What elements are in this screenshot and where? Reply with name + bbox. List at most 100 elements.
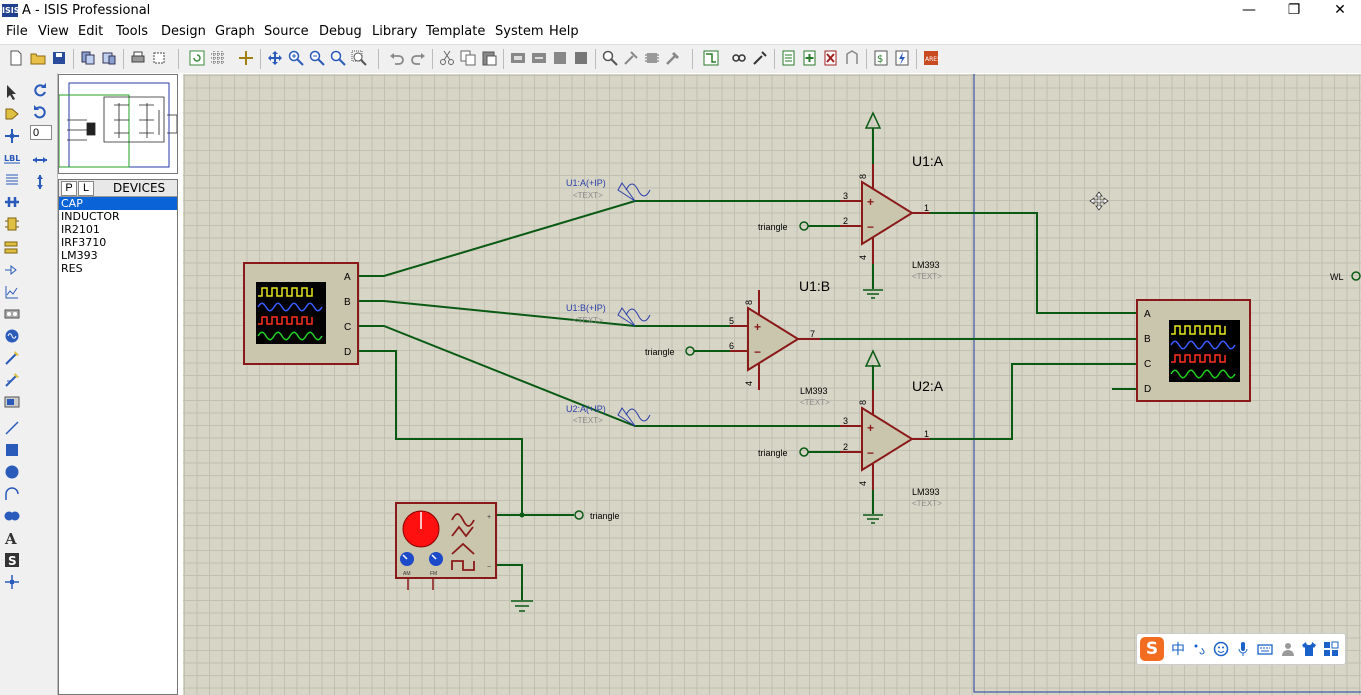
menu-graph[interactable]: Graph <box>215 24 255 39</box>
ground-terminal-u2a[interactable] <box>863 514 883 524</box>
exit-to-parent-icon[interactable] <box>844 50 860 66</box>
remove-sheet-icon[interactable] <box>823 50 839 66</box>
pick-device-icon[interactable] <box>602 50 618 66</box>
block-copy-icon[interactable] <box>510 50 526 66</box>
text-script-icon[interactable] <box>4 172 20 188</box>
terminals-mode-icon[interactable] <box>4 240 20 256</box>
box-tool-icon[interactable] <box>4 442 20 458</box>
save-icon[interactable] <box>51 50 67 66</box>
menu-view[interactable]: View <box>38 24 69 39</box>
property-assign-icon[interactable] <box>752 50 768 66</box>
marker-tool-icon[interactable] <box>4 574 20 590</box>
menu-file[interactable]: File <box>6 24 28 39</box>
bill-of-materials-icon[interactable]: $ <box>873 50 889 66</box>
make-device-icon[interactable] <box>623 50 639 66</box>
terminal-triangle-u2a[interactable]: triangle <box>758 447 809 458</box>
comparator-u2a[interactable]: + − 3 2 1 8 4 U2:A LM393 <TEXT> <box>840 378 944 508</box>
rotate-anticlockwise-icon[interactable] <box>32 104 48 120</box>
power-terminal-u2a[interactable] <box>864 349 882 367</box>
device-item-lm393[interactable]: LM393 <box>61 249 98 262</box>
minimize-button[interactable]: — <box>1242 2 1256 18</box>
device-item-inductor[interactable]: INDUCTOR <box>61 210 120 223</box>
emoji-icon[interactable] <box>1213 641 1229 657</box>
voltage-probe-icon[interactable] <box>4 350 20 366</box>
line-tool-icon[interactable] <box>4 420 20 436</box>
graph-mode-icon[interactable] <box>4 284 20 300</box>
signal-generator[interactable]: AM FM + − <box>395 502 497 590</box>
cut-icon[interactable] <box>439 50 455 66</box>
library-manager-button[interactable]: L <box>78 181 94 196</box>
component-mode-icon[interactable] <box>4 106 20 122</box>
generator-mode-icon[interactable] <box>4 328 20 344</box>
text-tool-icon[interactable]: A <box>4 530 20 546</box>
ground-terminal-u1a[interactable] <box>863 289 883 299</box>
copy-icon[interactable] <box>460 50 476 66</box>
current-probe-icon[interactable] <box>4 372 20 388</box>
maximize-button[interactable]: ❐ <box>1287 2 1301 18</box>
refresh-icon[interactable] <box>189 50 205 66</box>
comparator-u1b[interactable]: + − 5 6 7 8 4 U1:B LM393 <TEXT> <box>729 278 830 407</box>
pick-from-library-button[interactable]: P <box>61 181 77 196</box>
new-file-icon[interactable] <box>8 50 24 66</box>
device-item-irf3710[interactable]: IRF3710 <box>61 236 107 249</box>
terminal-triangle-u1b[interactable]: triangle <box>645 346 695 357</box>
overview-window[interactable] <box>58 74 178 174</box>
tape-recorder-icon[interactable] <box>4 306 20 322</box>
electrical-rule-check-icon[interactable] <box>894 50 910 66</box>
block-rotate-icon[interactable] <box>552 50 568 66</box>
close-button[interactable]: ✕ <box>1334 2 1346 18</box>
oscilloscope-right[interactable]: A B C D <box>1136 299 1251 402</box>
virtual-instruments-icon[interactable] <box>4 394 20 410</box>
menu-tools[interactable]: Tools <box>116 24 149 39</box>
open-folder-icon[interactable] <box>30 50 46 66</box>
ares-netlist-icon[interactable]: ARES <box>923 50 939 66</box>
pan-icon[interactable] <box>267 50 283 66</box>
device-pins-icon[interactable] <box>4 262 20 278</box>
menu-design[interactable]: Design <box>161 24 206 39</box>
user-icon[interactable] <box>1280 641 1296 657</box>
symbol-tool-icon[interactable]: S <box>4 552 20 568</box>
path-tool-icon[interactable] <box>4 508 20 524</box>
punctuation-icon[interactable] <box>1191 641 1207 657</box>
decompose-icon[interactable] <box>665 50 681 66</box>
device-item-cap[interactable]: CAP <box>59 197 177 210</box>
toolbox-icon[interactable] <box>1323 641 1339 657</box>
redo-icon[interactable] <box>410 50 426 66</box>
device-item-ir2101[interactable]: IR2101 <box>61 223 100 236</box>
menu-edit[interactable]: Edit <box>78 24 104 39</box>
zoom-out-icon[interactable] <box>309 50 325 66</box>
menu-system[interactable]: System <box>495 24 544 39</box>
power-terminal-u1a[interactable] <box>864 111 882 129</box>
generator-probe-u2a[interactable]: U2:A(+IP) <TEXT> <box>566 404 651 427</box>
print-area-icon[interactable] <box>151 50 167 66</box>
circle-tool-icon[interactable] <box>4 464 20 480</box>
selection-mode-icon[interactable] <box>4 84 20 100</box>
ime-language-toggle[interactable]: 中 <box>1171 642 1185 658</box>
generator-probe-u1b[interactable]: U1:B(+IP) <TEXT> <box>566 303 651 327</box>
buses-icon[interactable] <box>4 194 20 210</box>
oscilloscope-left[interactable]: A B C D <box>243 262 359 365</box>
arc-tool-icon[interactable] <box>4 486 20 502</box>
zoom-area-icon[interactable] <box>351 50 367 66</box>
schematic-canvas[interactable]: A B C D A B C D AM FM <box>183 74 1361 695</box>
origin-icon[interactable] <box>238 50 254 66</box>
print-icon[interactable] <box>130 50 146 66</box>
menu-debug[interactable]: Debug <box>319 24 362 39</box>
paste-icon[interactable] <box>481 50 497 66</box>
add-sheet-icon[interactable] <box>802 50 818 66</box>
device-item-res[interactable]: RES <box>61 262 83 275</box>
ground-terminal-siggen[interactable] <box>511 600 533 612</box>
rotation-angle-input[interactable]: 0 <box>30 125 52 140</box>
menu-library[interactable]: Library <box>372 24 418 39</box>
menu-template[interactable]: Template <box>426 24 486 39</box>
skin-icon[interactable] <box>1301 641 1317 657</box>
terminal-triangle-u1a[interactable]: triangle <box>758 221 809 232</box>
import-section-icon[interactable] <box>80 50 96 66</box>
comparator-u1a[interactable]: + − 3 2 1 8 4 U1:A LM393 <TEXT> <box>840 153 944 281</box>
subcircuit-icon[interactable] <box>4 216 20 232</box>
block-move-icon[interactable] <box>531 50 547 66</box>
microphone-icon[interactable] <box>1235 641 1251 657</box>
menu-help[interactable]: Help <box>549 24 579 39</box>
terminal-wl[interactable]: WL <box>1330 271 1361 282</box>
mirror-y-icon[interactable] <box>32 174 48 190</box>
